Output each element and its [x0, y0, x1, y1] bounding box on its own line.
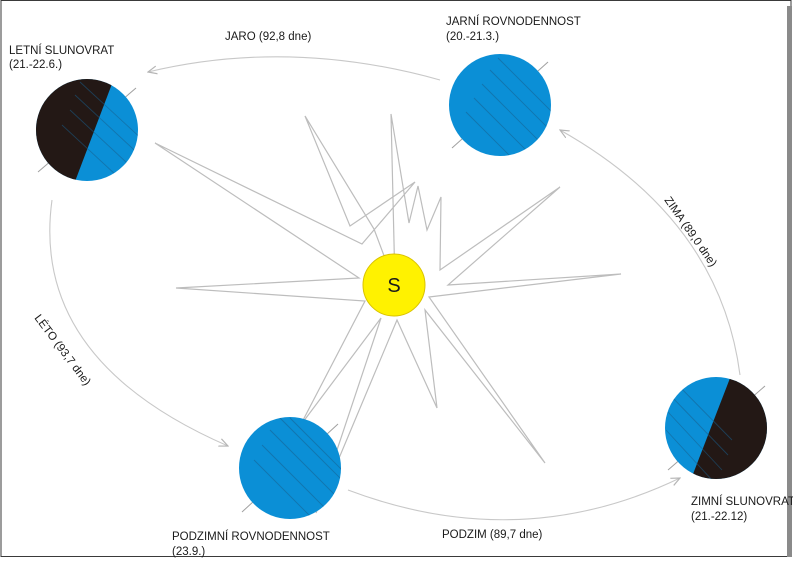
winter-solstice-date: (21.-22.12)	[691, 511, 747, 523]
orbit-arc-summer	[49, 199, 228, 446]
sun-label: S	[387, 275, 400, 297]
night-side	[683, 377, 767, 479]
earth-winter-solstice	[665, 377, 767, 479]
season-spring-label: JARO (92,8 dne)	[225, 31, 311, 43]
frame-shadow	[787, 6, 792, 557]
season-autumn-label: PODZIM (89,7 dne)	[442, 529, 543, 541]
earth-spring-equinox	[449, 54, 551, 156]
orbit-arc-winter	[560, 130, 741, 376]
autumn-equinox-name: PODZIMNÍ ROVNODENNOST	[172, 530, 330, 543]
sun: S	[362, 253, 426, 317]
sun-rays	[154, 113, 622, 514]
orbit-arc-spring	[148, 56, 441, 81]
season-summer-label: LÉTO (93,7 dne)	[32, 312, 94, 388]
orbit-arc-autumn	[347, 478, 680, 521]
earth-autumn-equinox	[239, 417, 341, 519]
spring-equinox-date: (20.-21.3.)	[446, 31, 499, 43]
summer-solstice-name: LETNÍ SLUNOVRAT	[9, 44, 114, 57]
season-winter-label: ZIMA (89,0 dne)	[662, 195, 719, 270]
night-side	[36, 79, 121, 181]
earth-summer-solstice	[36, 79, 138, 181]
winter-solstice-name: ZIMNÍ SLUNOVRAT	[691, 495, 793, 508]
autumn-equinox-date: (23.9.)	[172, 546, 205, 558]
summer-solstice-date: (21.-22.6.)	[9, 59, 62, 71]
spring-equinox-name: JARNÍ ROVNODENNOST	[446, 15, 581, 28]
